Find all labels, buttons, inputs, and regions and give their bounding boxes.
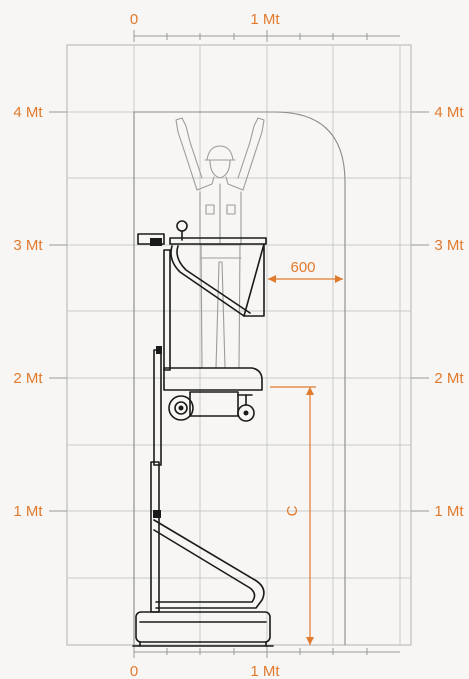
right-label-3mt: 3 Mt	[434, 237, 464, 254]
bottom-label-1mt: 1 Mt	[250, 663, 280, 679]
dimension-c-label: C	[284, 505, 301, 516]
top-guardrail	[169, 237, 267, 245]
dimension-600: 600	[268, 259, 343, 283]
platform-deck	[163, 367, 263, 391]
dimension-600-label: 600	[290, 259, 315, 276]
mast-lower	[150, 461, 160, 613]
mast-upper	[163, 249, 171, 371]
lift-base	[135, 611, 271, 643]
bottom-ruler	[133, 646, 400, 658]
left-label-4mt: 4 Mt	[13, 104, 43, 121]
bottom-label-0: 0	[130, 663, 138, 679]
top-label-1mt: 1 Mt	[250, 11, 280, 28]
lift-machine	[132, 220, 274, 647]
lift-support-frame	[153, 519, 265, 609]
top-ruler	[133, 30, 400, 42]
working-envelope	[133, 111, 346, 645]
left-label-1mt: 1 Mt	[13, 503, 43, 520]
left-label-2mt: 2 Mt	[13, 370, 43, 387]
worker-figure	[175, 117, 265, 369]
height-ticks	[49, 111, 429, 512]
top-label-0: 0	[130, 11, 138, 28]
left-label-3mt: 3 Mt	[13, 237, 43, 254]
dimension-c: C	[270, 386, 316, 645]
mast-middle	[153, 349, 162, 466]
rail-side	[243, 243, 265, 317]
right-label-4mt: 4 Mt	[434, 104, 464, 121]
right-label-1mt: 1 Mt	[434, 503, 464, 520]
right-label-2mt: 2 Mt	[434, 370, 464, 387]
motor-block	[189, 391, 239, 417]
grid-frame	[66, 44, 412, 646]
grid	[66, 44, 412, 646]
control-knob	[176, 220, 188, 232]
drive-wheel	[168, 395, 194, 421]
